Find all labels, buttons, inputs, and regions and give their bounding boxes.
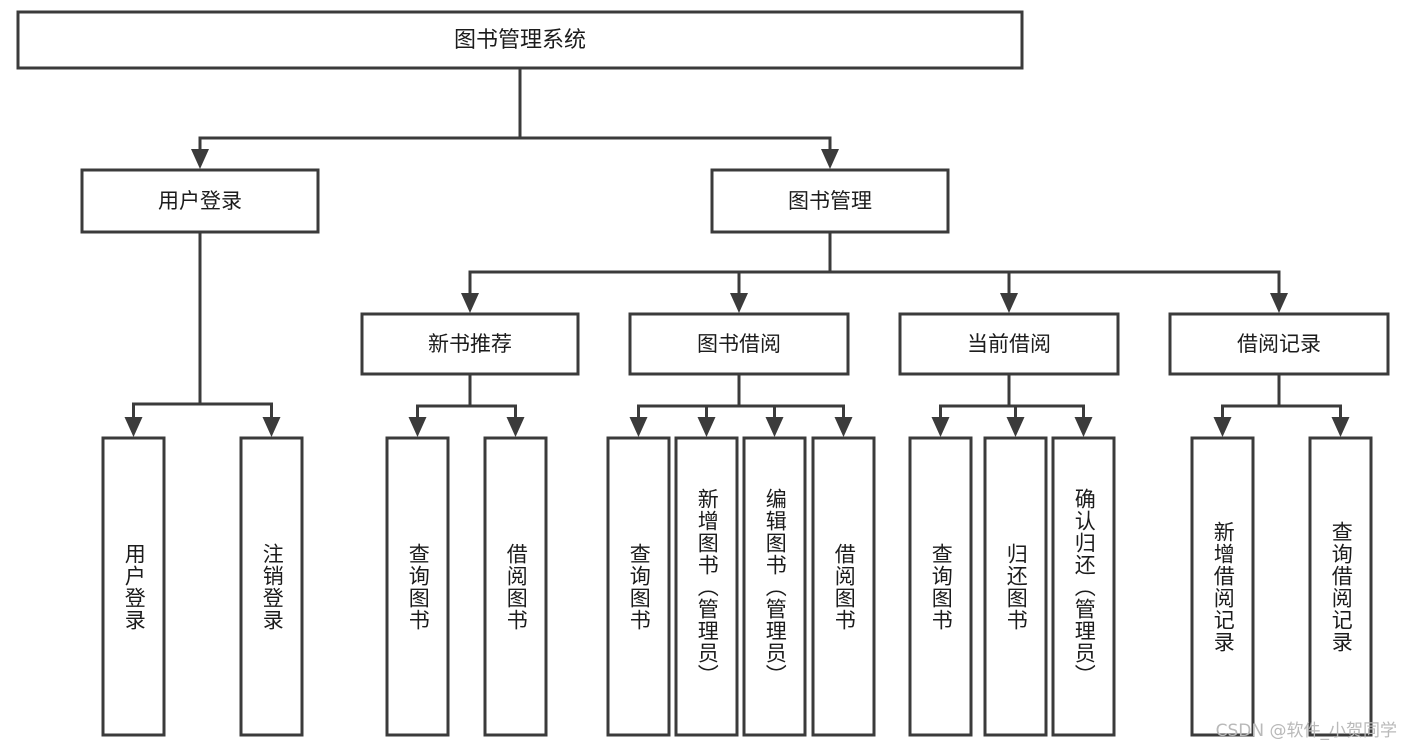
arrow-head-icon-leaf-query-book-3 bbox=[931, 417, 950, 437]
node-label-current-borrow: 当前借阅 bbox=[967, 332, 1051, 356]
node-box-current-borrow[interactable] bbox=[898, 312, 1120, 376]
watermark-text: CSDN @软件_小贺同学 bbox=[1215, 721, 1397, 741]
node-box-leaf-borrow-book-1[interactable] bbox=[483, 436, 548, 737]
arrow-head-icon-leaf-borrow-book-1 bbox=[506, 417, 525, 437]
node-box-leaf-query-book-2[interactable] bbox=[606, 436, 671, 737]
node-box-leaf-borrow-book-2[interactable] bbox=[811, 436, 876, 737]
arrow-head-icon-leaf-edit-book-admin bbox=[765, 417, 784, 437]
arrow-head-icon-user-login bbox=[191, 149, 209, 169]
arrow-head-icon-book-manage bbox=[821, 149, 839, 169]
arrow-head-icon-leaf-confirm-return-admin bbox=[1074, 417, 1093, 437]
node-box-leaf-return-book[interactable] bbox=[983, 436, 1048, 737]
arrow-head-icon-leaf-query-book-1 bbox=[408, 417, 427, 437]
node-box-leaf-add-book-admin[interactable] bbox=[674, 436, 739, 737]
node-box-leaf-user-logout[interactable] bbox=[239, 436, 304, 737]
node-box-leaf-add-borrow-record[interactable] bbox=[1190, 436, 1255, 737]
arrow-head-icon-leaf-query-book-2 bbox=[629, 417, 648, 437]
arrow-head-icon-leaf-user-login bbox=[124, 417, 143, 437]
arrow-head-icon-leaf-query-borrow-record bbox=[1331, 417, 1350, 437]
arrow-head-icon-leaf-borrow-book-2 bbox=[834, 417, 853, 437]
connector-layer bbox=[124, 66, 1350, 437]
node-box-leaf-query-book-3[interactable] bbox=[908, 436, 973, 737]
node-label-borrow-record: 借阅记录 bbox=[1237, 332, 1321, 356]
arrow-head-icon-leaf-add-borrow-record bbox=[1213, 417, 1232, 437]
node-box-root[interactable] bbox=[16, 10, 1024, 70]
node-box-leaf-query-borrow-record[interactable] bbox=[1308, 436, 1373, 737]
node-box-book-borrow[interactable] bbox=[628, 312, 850, 376]
node-box-leaf-user-login[interactable] bbox=[101, 436, 166, 737]
arrow-head-icon-new-book-recommend bbox=[461, 293, 479, 313]
node-box-leaf-confirm-return-admin[interactable] bbox=[1051, 436, 1116, 737]
node-label-root: 图书管理系统 bbox=[454, 28, 586, 53]
arrow-head-icon-current-borrow bbox=[1000, 293, 1018, 313]
arrow-head-icon-leaf-return-book bbox=[1006, 417, 1025, 437]
node-label-user-login: 用户登录 bbox=[158, 189, 242, 213]
node-label-book-manage: 图书管理 bbox=[788, 189, 872, 213]
arrow-head-icon-leaf-add-book-admin bbox=[697, 417, 716, 437]
arrow-head-icon-leaf-user-logout bbox=[262, 417, 281, 437]
node-box-leaf-query-book-1[interactable] bbox=[385, 436, 450, 737]
node-label-new-book-recommend: 新书推荐 bbox=[428, 332, 512, 356]
arrow-head-icon-borrow-record bbox=[1270, 293, 1288, 313]
node-box-user-login[interactable] bbox=[80, 168, 320, 234]
node-box-book-manage[interactable] bbox=[710, 168, 950, 234]
node-box-layer bbox=[16, 10, 1390, 737]
node-label-book-borrow: 图书借阅 bbox=[697, 332, 781, 356]
node-box-leaf-edit-book-admin[interactable] bbox=[742, 436, 807, 737]
node-box-borrow-record[interactable] bbox=[1168, 312, 1390, 376]
arrow-head-icon-book-borrow bbox=[730, 293, 748, 313]
node-box-new-book-recommend[interactable] bbox=[360, 312, 580, 376]
